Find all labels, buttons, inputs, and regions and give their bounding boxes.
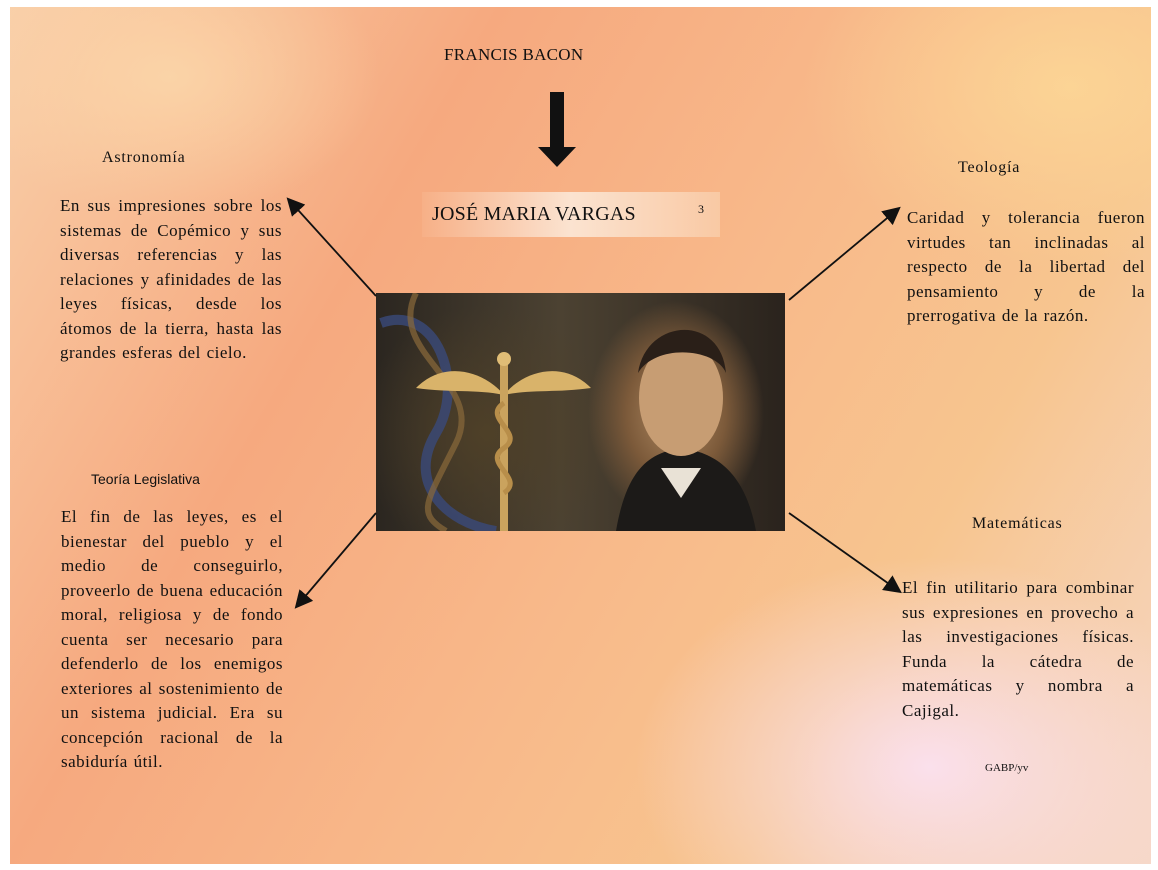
down-arrow [538,92,576,167]
mathematics-text: El fin utilitario para combinar sus expr… [902,578,1134,720]
arrow-mathematics [788,512,902,594]
arrow-legislative [294,512,377,609]
portrait-illustration [379,293,756,531]
legislative-text: El fin de las leyes, es el bienestar del… [61,507,283,771]
center-title-box: JOSÉ MARIA VARGAS 3 [422,192,720,237]
mathematics-heading: Matemáticas [972,515,1063,532]
legislative-heading: Teoría Legislativa [91,471,200,487]
center-title: JOSÉ MARIA VARGAS [432,203,636,225]
portrait-image [376,293,785,531]
arrow-theology [788,206,901,301]
theology-heading: Teología [958,159,1021,176]
astronomy-text: En sus impresiones sobre los sistemas de… [60,196,282,362]
top-label: FRANCIS BACON [444,45,584,64]
center-title-superscript: 3 [698,202,704,216]
theology-text: Caridad y tolerancia fueron virtudes tan… [907,208,1145,325]
author-credit: GABP/yv [985,762,1029,774]
arrow-astronomy [286,197,377,297]
astronomy-heading: Astronomía [102,149,186,166]
